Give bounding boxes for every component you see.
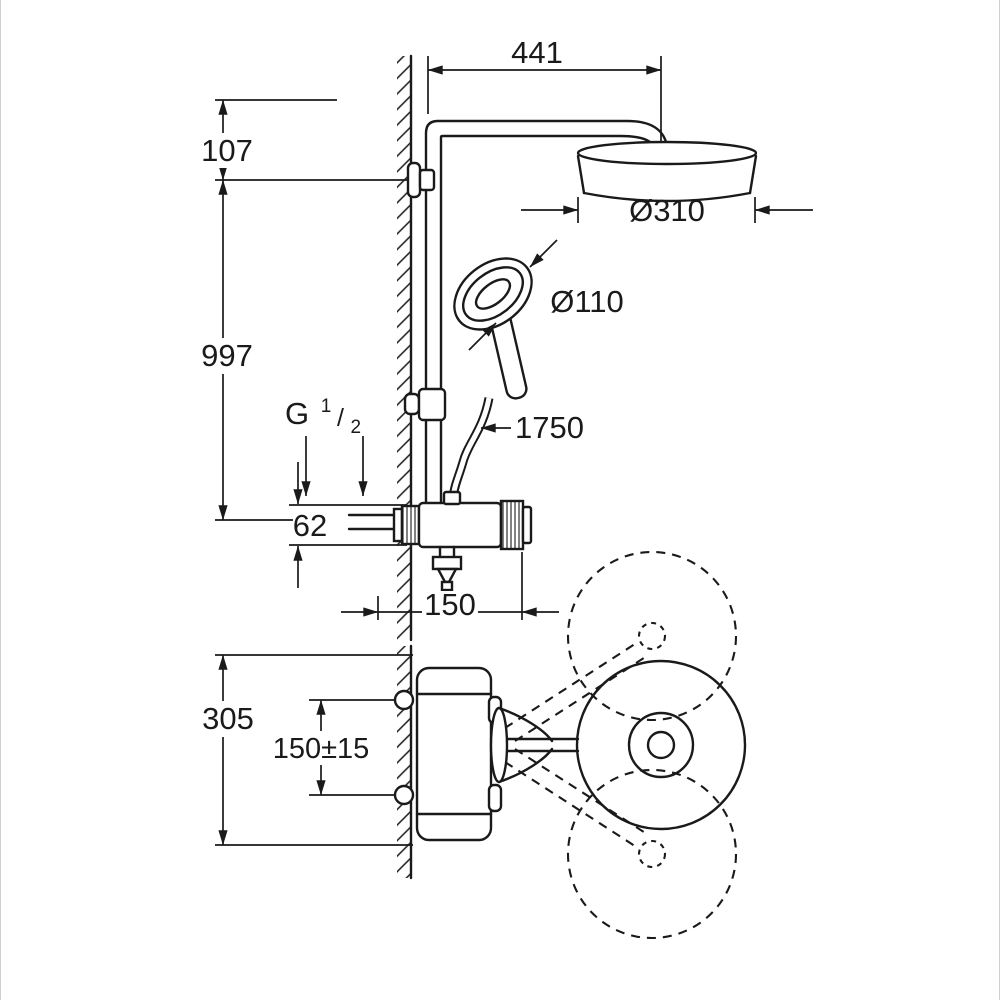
dim-side-height-label: 305 [202, 701, 254, 736]
hand-shower-head [453, 257, 533, 331]
dimension-annotations: 441 107 997 Ø310 Ø110 [197, 35, 813, 846]
dim-valve-width: 150 [341, 552, 559, 622]
hand-shower-face [575, 659, 747, 831]
dim-thread-size: G 1 / 2 [285, 384, 368, 497]
dim-valve-height-label: 62 [293, 508, 327, 543]
rain-shower-head [576, 140, 758, 203]
dim-supply-spacing-label: 150±15 [273, 733, 370, 765]
side-view [393, 550, 747, 940]
swivel-position-down [566, 768, 738, 940]
thread-size-label: G 1 / 2 [285, 384, 361, 438]
dim-supply-spacing: 150±15 [260, 699, 395, 796]
wall-hatching [397, 646, 411, 878]
shower-hose [448, 397, 494, 499]
dim-main-height-label: 997 [201, 338, 253, 373]
wall-side [397, 644, 413, 880]
thread-slash: / [337, 404, 344, 432]
holder-cone [497, 706, 554, 784]
thread-denominator: 2 [351, 417, 362, 438]
rail-wall-bracket [406, 161, 436, 199]
dim-top-offset: 107 [199, 99, 407, 181]
dim-top-width: 441 [427, 35, 662, 142]
dim-hose-length: 1750 [480, 410, 584, 445]
thermostat-valve-side [415, 666, 503, 842]
supply-elbow-top [393, 689, 415, 711]
dim-main-height: 997 [197, 179, 293, 521]
dim-head-diameter: Ø310 [521, 193, 813, 228]
valve-right-cap [521, 505, 533, 545]
valve-button-bottom [487, 783, 503, 813]
thermostat-valve-front [347, 490, 533, 592]
valve-left-knob [400, 504, 421, 546]
hand-shower-side [489, 659, 747, 831]
dim-hand-shower-diameter-label: Ø110 [550, 284, 624, 319]
swivel-arm-up [504, 641, 648, 742]
swivel-position-up [566, 550, 738, 722]
hand-shower [453, 257, 533, 400]
dim-valve-width-label: 150 [424, 587, 476, 622]
dim-valve-height: 62 [289, 462, 407, 588]
hand-shower-slider-bracket [403, 387, 447, 422]
bottom-outlet [431, 545, 463, 592]
thread-prefix: G [285, 396, 309, 431]
swivel-range [504, 550, 738, 940]
dim-hose-length-label: 1750 [515, 410, 584, 445]
swivel-arm-down [504, 748, 648, 849]
dim-side-height: 305 [198, 654, 413, 846]
wall-hatching [397, 56, 411, 640]
wall-front [397, 54, 413, 642]
dim-head-diameter-label: Ø310 [629, 193, 705, 228]
dim-hand-shower-diameter: Ø110 [468, 239, 624, 351]
valve-right-knob [499, 499, 525, 551]
thread-numerator: 1 [321, 396, 332, 417]
dim-top-width-label: 441 [511, 35, 563, 70]
dim-top-offset-label: 107 [201, 133, 253, 168]
supply-elbow-bottom [393, 784, 415, 806]
hose-connector [442, 490, 462, 506]
valve-left-cap [392, 507, 404, 543]
front-view [347, 54, 758, 642]
holder-cone-mouth [489, 706, 509, 784]
valve-body [417, 501, 503, 549]
